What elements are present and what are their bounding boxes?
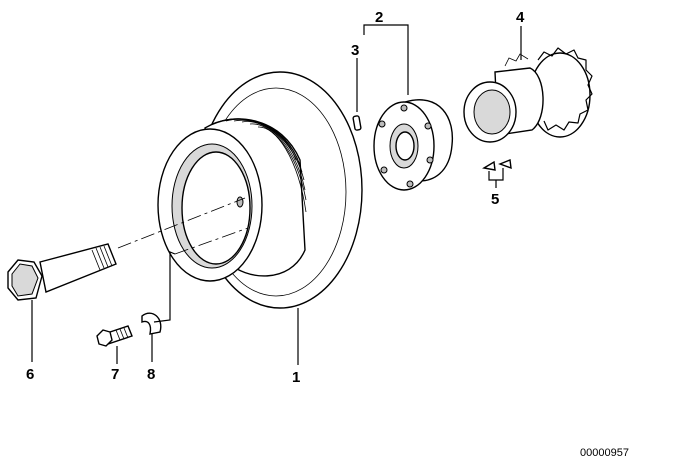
callout-5: 5 bbox=[491, 191, 499, 208]
callout-3: 3 bbox=[351, 42, 359, 59]
woodruff-keys-part bbox=[482, 159, 512, 188]
hex-bolt-part bbox=[7, 197, 246, 362]
sprocket-part bbox=[463, 26, 593, 143]
callout-4: 4 bbox=[516, 9, 525, 26]
callout-7: 7 bbox=[111, 366, 119, 383]
callout-8: 8 bbox=[147, 366, 155, 383]
small-bolt-part bbox=[96, 325, 133, 364]
callout-1: 1 bbox=[292, 369, 300, 386]
vibration-damper-part bbox=[157, 71, 363, 365]
callout-6: 6 bbox=[26, 366, 34, 383]
dowel-pin-part bbox=[352, 58, 362, 131]
woodruff-key-part bbox=[141, 227, 249, 362]
document-number: 00000957 bbox=[580, 447, 629, 459]
hub-part bbox=[363, 24, 454, 191]
callout-2: 2 bbox=[375, 9, 383, 26]
